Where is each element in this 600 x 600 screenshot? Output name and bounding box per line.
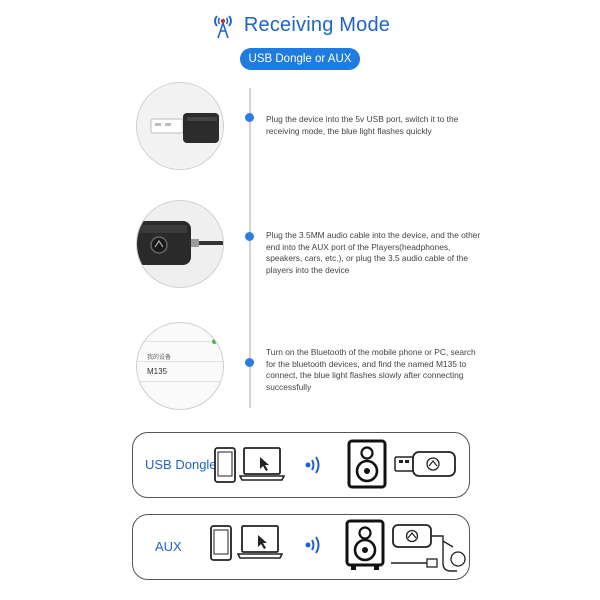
usb-dongle-icon (394, 451, 456, 477)
step-1-text: Plug the device into the 5v USB port, sw… (266, 114, 459, 136)
timeline-dot (245, 113, 254, 122)
aux-cable-photo (136, 200, 224, 288)
usb-plug-illustration (137, 83, 223, 169)
divider (137, 361, 223, 362)
timeline-line (249, 88, 251, 408)
usb-dongle-label: USB Dongle (145, 457, 217, 472)
aux-cable-icon (391, 524, 466, 572)
my-devices-label: 我的设备 (147, 355, 172, 361)
wireless-signal-icon (305, 456, 320, 474)
header: Receiving Mode (0, 8, 600, 42)
step-2-text: Plug the 3.5MM audio cable into the devi… (266, 230, 481, 275)
speaker-icon (347, 439, 387, 489)
aux-panel: AUX (132, 514, 470, 580)
divider (137, 341, 223, 342)
speaker-icon (345, 519, 385, 570)
signal-antenna-icon (213, 15, 232, 39)
laptop-icon (239, 447, 285, 481)
aux-label: AUX (155, 539, 182, 554)
laptop-icon (237, 525, 283, 559)
divider (137, 381, 223, 382)
mode-badge: USB Dongle or AUX (240, 48, 360, 70)
page-title: Receiving Mode (243, 13, 391, 36)
timeline-dot (245, 358, 254, 367)
phone-icon (214, 447, 236, 483)
usb-dongle-panel: USB Dongle (132, 432, 470, 498)
timeline-dot (245, 232, 254, 241)
phone-icon (210, 525, 232, 561)
wireless-signal-icon (305, 536, 320, 554)
usb-plug-photo (136, 82, 224, 170)
bluetooth-list-photo: 我的设备 M135 (136, 322, 224, 410)
step-3-text: Turn on the Bluetooth of the mobile phon… (266, 347, 476, 392)
device-name[interactable]: M135 (147, 367, 168, 376)
status-dot (212, 339, 217, 344)
aux-cable-illustration (137, 201, 223, 287)
